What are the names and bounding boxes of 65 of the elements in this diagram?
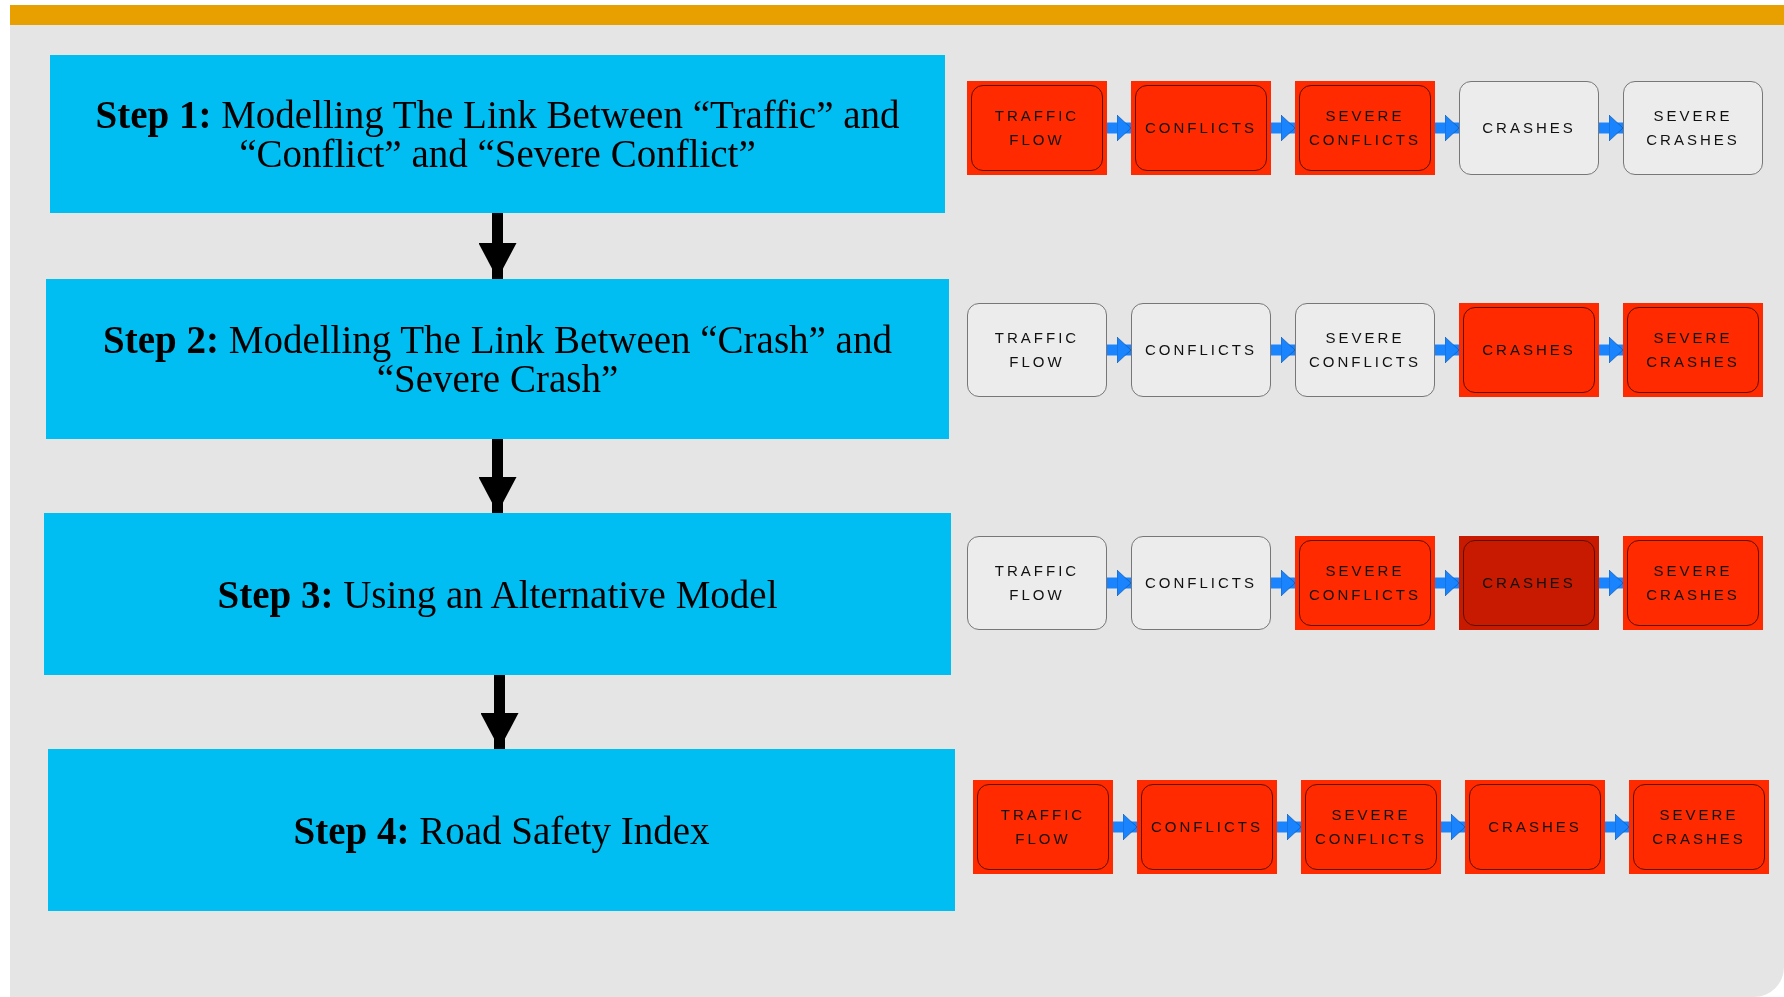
stage-box: [1459, 81, 1599, 175]
stage-box: [1137, 780, 1277, 874]
step-title: Step 2: Modelling The Link Between “Crash” and “Severe Crash”: [102, 320, 893, 398]
stage-label: SEVERE CRASHES: [1645, 328, 1741, 372]
stage-label: SEVERE CONFLICTS: [1314, 805, 1428, 849]
stage-label: TRAFFIC FLOW: [993, 561, 1081, 605]
step-box: [46, 279, 949, 439]
stage-box: [973, 780, 1113, 874]
arrow: [1599, 114, 1624, 142]
arrow: [1605, 813, 1630, 841]
stage-label: CONFLICTS: [1150, 817, 1264, 837]
arrow: [1599, 336, 1624, 364]
stage-label: SEVERE CONFLICTS: [1308, 561, 1422, 605]
stage-label: TRAFFIC FLOW: [993, 106, 1081, 150]
stage-label: CRASHES: [1487, 817, 1583, 837]
stage-label: SEVERE CRASHES: [1645, 561, 1741, 605]
stage-box: [1623, 536, 1763, 630]
arrow: [478, 439, 517, 513]
stage-box: [1131, 81, 1271, 175]
arrow: [1441, 813, 1466, 841]
step-title: Step 1: Modelling The Link Between “Traffic” and “Conflict” and “Severe Conflict”: [94, 95, 901, 173]
stage-box: [1459, 303, 1599, 397]
stage-box: [1131, 303, 1271, 397]
step-box: [48, 749, 955, 911]
stage-label: CRASHES: [1481, 573, 1577, 593]
arrow: [1271, 569, 1296, 597]
stage-label: SEVERE CRASHES: [1651, 805, 1747, 849]
arrow: [1599, 569, 1624, 597]
stage-label: SEVERE CONFLICTS: [1308, 106, 1422, 150]
arrow: [1277, 813, 1302, 841]
stage-box: [1459, 536, 1599, 630]
stage-label: CRASHES: [1481, 340, 1577, 360]
arrow: [1271, 336, 1296, 364]
stage-box: [1295, 536, 1435, 630]
arrow: [1107, 114, 1132, 142]
stage-label: CRASHES: [1481, 118, 1577, 138]
stage-box: [1623, 81, 1763, 175]
stage-box: [1301, 780, 1441, 874]
stage-box: [967, 81, 1107, 175]
stage-box: [1131, 536, 1271, 630]
stage-label: SEVERE CRASHES: [1645, 106, 1741, 150]
arrow: [1435, 336, 1460, 364]
arrow: [478, 213, 517, 279]
stage-box: [1623, 303, 1763, 397]
stage-label: TRAFFIC FLOW: [999, 805, 1087, 849]
stage-box: [1629, 780, 1769, 874]
stage-label: CONFLICTS: [1144, 573, 1258, 593]
arrow: [480, 675, 519, 749]
arrow: [1435, 569, 1460, 597]
stage-box: [967, 303, 1107, 397]
stage-box: [1295, 303, 1435, 397]
step-box: [44, 513, 951, 675]
arrow: [1113, 813, 1138, 841]
stage-label: CONFLICTS: [1144, 340, 1258, 360]
stage-label: CONFLICTS: [1144, 118, 1258, 138]
stage-label: TRAFFIC FLOW: [993, 328, 1081, 372]
arrow: [1435, 114, 1460, 142]
arrow: [1107, 336, 1132, 364]
stage-box: [967, 536, 1107, 630]
stage-box: [1295, 81, 1435, 175]
step-box: [50, 55, 945, 213]
arrow: [1107, 569, 1132, 597]
arrow: [1271, 114, 1296, 142]
stage-label: SEVERE CONFLICTS: [1308, 328, 1422, 372]
stage-box: [1465, 780, 1605, 874]
